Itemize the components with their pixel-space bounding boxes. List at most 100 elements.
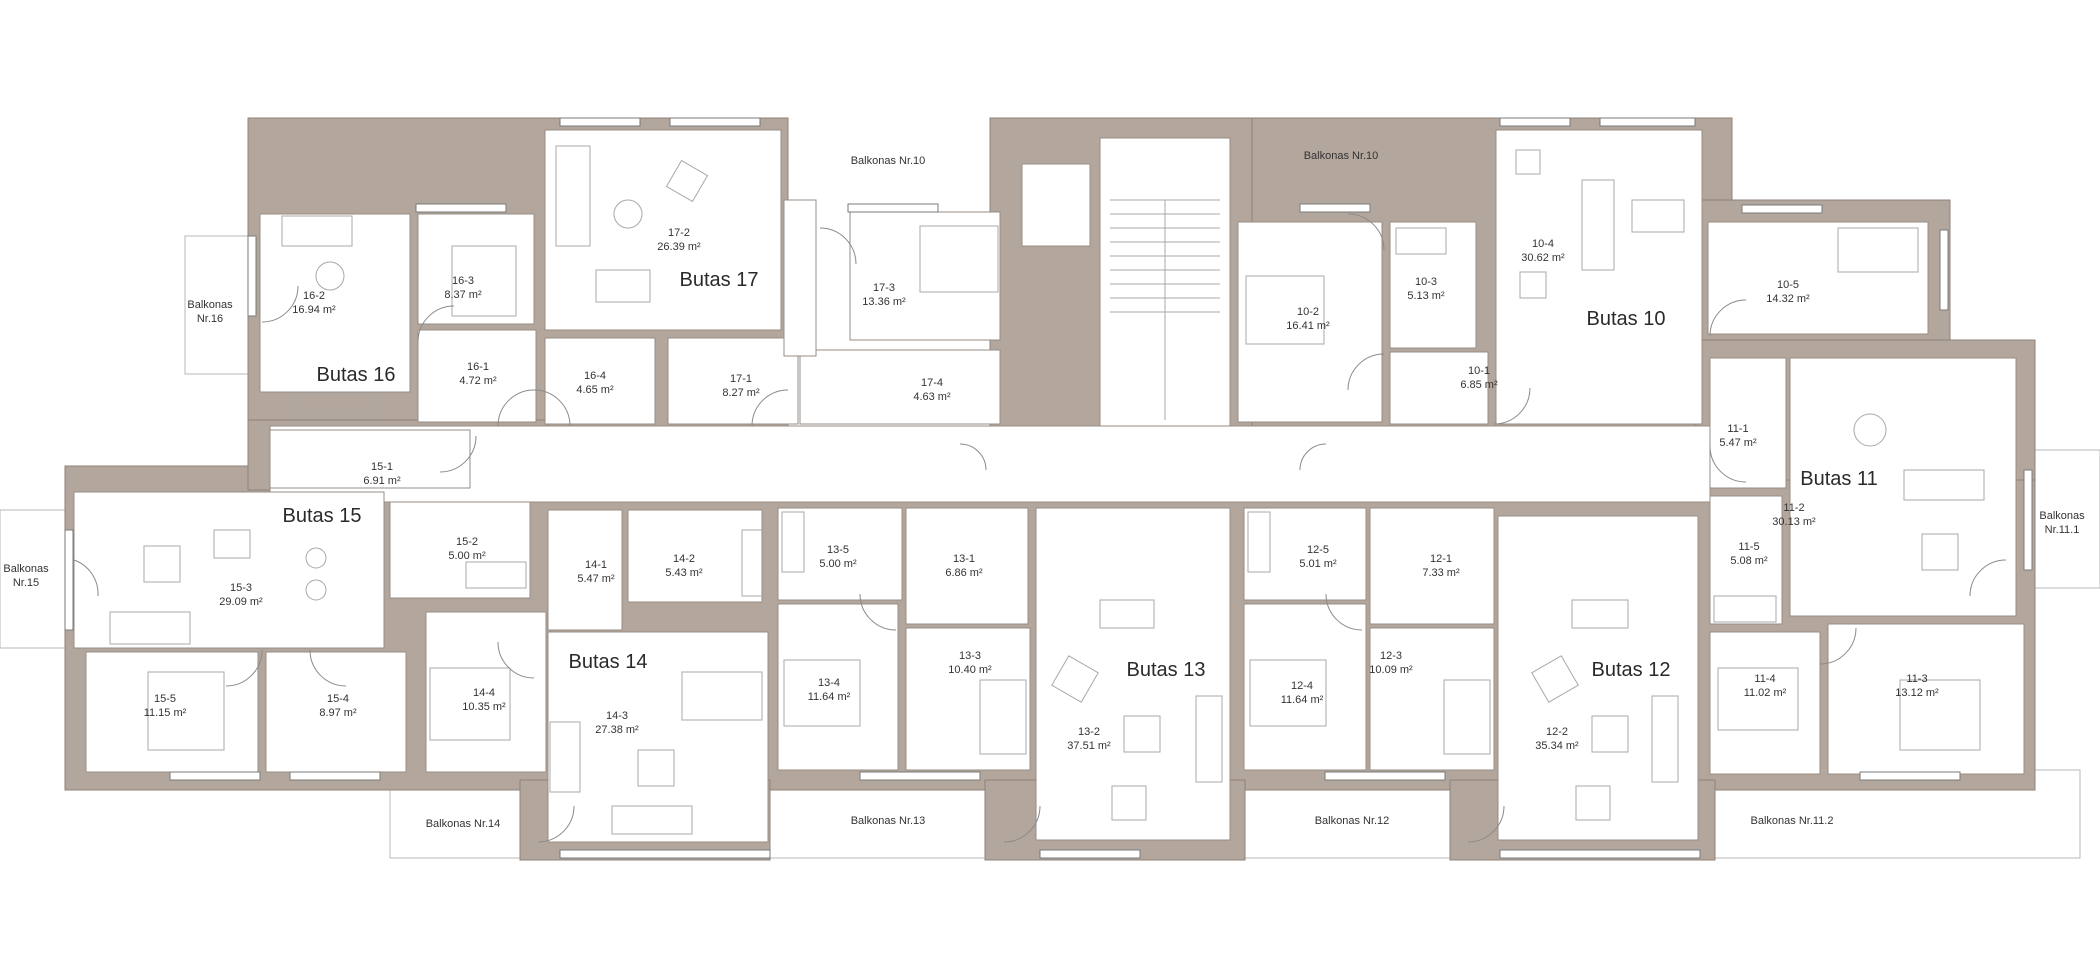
window (415, 203, 507, 213)
room-id: 12-1 (1430, 553, 1452, 565)
room-area: 26.39 m² (657, 241, 701, 253)
stair-flight (1110, 199, 1220, 420)
room-16-1 (417, 329, 537, 423)
room-id: 12-4 (1291, 680, 1313, 692)
window (247, 235, 257, 317)
room-id: 13-5 (827, 544, 849, 556)
window (2023, 469, 2033, 571)
room-area: 16.41 m² (1286, 320, 1330, 332)
window (847, 203, 939, 213)
room-12-5 (1243, 507, 1367, 601)
room-area: 35.34 m² (1535, 740, 1579, 752)
room-area: 30.62 m² (1521, 252, 1565, 264)
window (1939, 229, 1949, 311)
apartment-label-10: Butas 10 (1587, 308, 1666, 330)
apartment-labels: Butas 17 Butas 16 Butas 10 Butas 11 Buta… (283, 269, 1878, 681)
room-id: 14-2 (673, 553, 695, 565)
room-13-5 (777, 507, 903, 601)
room-area: 4.63 m² (913, 391, 951, 403)
window (1324, 771, 1446, 781)
window (1859, 771, 1961, 781)
room-id: 11-3 (1906, 673, 1927, 685)
room-area: 10.40 m² (948, 664, 992, 676)
room-16-4 (544, 337, 656, 425)
lift-shaft (1021, 163, 1091, 247)
room-12-4 (1243, 603, 1367, 771)
apartment-label-16: Butas 16 (317, 364, 396, 386)
window (64, 529, 74, 631)
room-16-2 (259, 213, 411, 393)
room-area: 4.72 m² (459, 375, 497, 387)
room-area: 11.15 m² (144, 707, 187, 719)
window (1599, 117, 1696, 127)
balcony-label-16-line1: Balkonas (187, 299, 233, 311)
room-14-4 (425, 611, 547, 773)
room-id: 12-3 (1380, 650, 1402, 662)
room-17-4 (799, 349, 1001, 425)
room-17-1 (667, 337, 799, 425)
doors (73, 213, 2007, 843)
room-id: 11-2 (1783, 502, 1804, 514)
room-11-1 (1709, 357, 1787, 489)
room-10-1 (1389, 351, 1489, 425)
room-17-3 (849, 211, 1001, 341)
room-13-2 (1035, 507, 1231, 841)
room-area: 5.00 m² (448, 550, 486, 562)
balcony-11-1 (2027, 449, 2100, 589)
room-15-2 (389, 501, 531, 599)
room-15-3 (73, 491, 385, 649)
room-area: 37.51 m² (1067, 740, 1111, 752)
apartment-label-12: Butas 12 (1592, 659, 1671, 681)
room-id: 11-5 (1738, 541, 1759, 553)
balcony-label-11-1-line2: Nr.11.1 (2045, 524, 2080, 536)
balcony-labels: Balkonas Nr.10 Balkonas Nr.10 Balkonas N… (3, 150, 2085, 830)
balcony-label-11-2: Balkonas Nr.11.2 (1751, 815, 1834, 827)
room-area: 5.43 m² (665, 567, 703, 579)
room-floors (73, 129, 2025, 843)
room-area: 10.35 m² (462, 701, 506, 713)
room-area: 10.09 m² (1369, 664, 1413, 676)
balcony-label-12: Balkonas Nr.12 (1315, 815, 1390, 827)
room-10-3 (1389, 221, 1477, 349)
furniture (109, 145, 1985, 835)
room-area: 7.33 m² (1422, 567, 1460, 579)
room-id: 17-2 (668, 227, 690, 239)
room-area: 5.13 m² (1407, 290, 1445, 302)
window (1499, 849, 1701, 859)
room-10-2 (1237, 221, 1383, 423)
room-id: 10-3 (1415, 276, 1437, 288)
window (1499, 117, 1571, 127)
apartment-label-11: Butas 11 (1800, 468, 1877, 490)
room-14-3 (547, 631, 769, 843)
room-id: 15-4 (327, 693, 349, 705)
room-id: 12-5 (1307, 544, 1329, 556)
window (559, 849, 771, 859)
room-area: 13.12 m² (1895, 687, 1939, 699)
room-area: 8.97 m² (319, 707, 357, 719)
apartment-label-14: Butas 14 (569, 651, 648, 673)
window (669, 117, 761, 127)
room-id: 14-4 (473, 687, 495, 699)
room-id: 11-1 (1727, 423, 1748, 435)
window (559, 117, 641, 127)
room-id: 17-4 (921, 377, 943, 389)
room-11-5 (1709, 495, 1783, 625)
balcony-label-13: Balkonas Nr.13 (851, 815, 926, 827)
room-area: 5.01 m² (1299, 558, 1337, 570)
room-14-2 (627, 509, 763, 603)
room-id: 16-4 (584, 370, 606, 382)
balcony-label-10-left: Balkonas Nr.10 (851, 155, 926, 167)
window (169, 771, 261, 781)
room-area: 27.38 m² (595, 724, 639, 736)
balcony-label-16-line2: Nr.16 (197, 313, 223, 325)
room-area: 5.47 m² (577, 573, 615, 585)
room-area: 6.86 m² (945, 567, 983, 579)
room-area: 29.09 m² (219, 596, 263, 608)
room-12-1 (1369, 507, 1495, 625)
room-area: 16.94 m² (292, 304, 336, 316)
apartment-label-17: Butas 17 (680, 269, 759, 291)
room-id: 12-2 (1546, 726, 1568, 738)
common-corridor (269, 425, 1711, 503)
room-14-1 (547, 509, 623, 631)
